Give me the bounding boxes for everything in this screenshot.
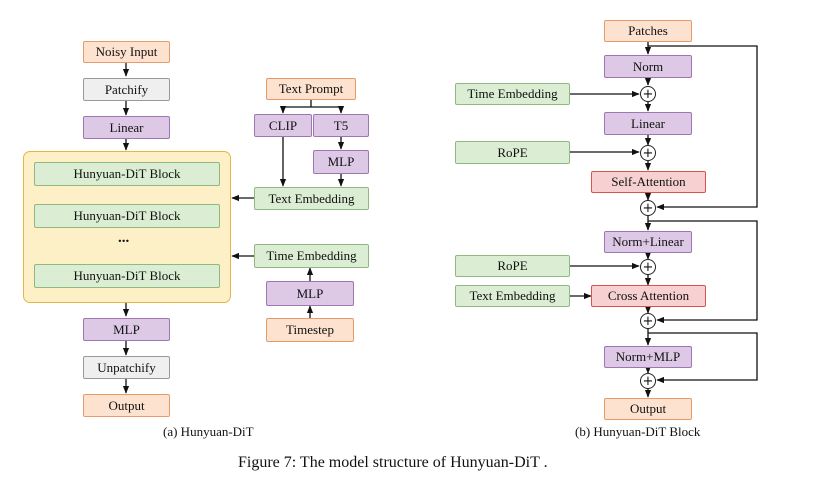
cross-attention-node: Cross Attention [591,285,706,307]
dit-block-1: Hunyuan-DiT Block [34,162,220,186]
t5-node: T5 [313,114,369,137]
caption-b: (b) Hunyuan-DiT Block [575,424,701,439]
clip-node: CLIP [254,114,312,137]
text-embedding-input: Text Embedding [455,285,570,307]
blocks-ellipsis: ... [118,230,130,246]
timestep-node: Timestep [266,318,354,342]
patches-node: Patches [604,20,692,42]
text-embedding-node: Text Embedding [254,187,369,210]
add-icon: + [640,86,656,102]
output-node-right: Output [604,398,692,420]
figure-caption: Figure 7: The model structure of Hunyuan… [238,454,548,471]
rope-input-1: RoPE [455,141,570,164]
add-icon: + [640,145,656,161]
unpatchify-node: Unpatchify [83,356,170,379]
dit-block-n: Hunyuan-DiT Block [34,264,220,288]
norm-node: Norm [604,55,692,78]
add-icon: + [640,373,656,389]
text-prompt-node: Text Prompt [266,78,356,100]
time-embedding-node: Time Embedding [254,244,369,268]
patchify-node: Patchify [83,78,170,101]
rope-input-2: RoPE [455,255,570,277]
linear-node-right: Linear [604,112,692,135]
norm-linear-node: Norm+Linear [604,231,692,253]
norm-mlp-node: Norm+MLP [604,346,692,368]
noisy-input-node: Noisy Input [83,41,170,63]
mlp-node: MLP [83,318,170,341]
output-node: Output [83,394,170,417]
t5-mlp-node: MLP [313,150,369,174]
caption-a: (a) Hunyuan-DiT [163,424,254,439]
time-mlp-node: MLP [266,281,354,306]
add-icon: + [640,259,656,275]
self-attention-node: Self-Attention [591,171,706,193]
dit-block-2: Hunyuan-DiT Block [34,204,220,228]
add-icon: + [640,313,656,329]
add-icon: + [640,200,656,216]
linear-node: Linear [83,116,170,139]
time-embedding-input: Time Embedding [455,83,570,105]
